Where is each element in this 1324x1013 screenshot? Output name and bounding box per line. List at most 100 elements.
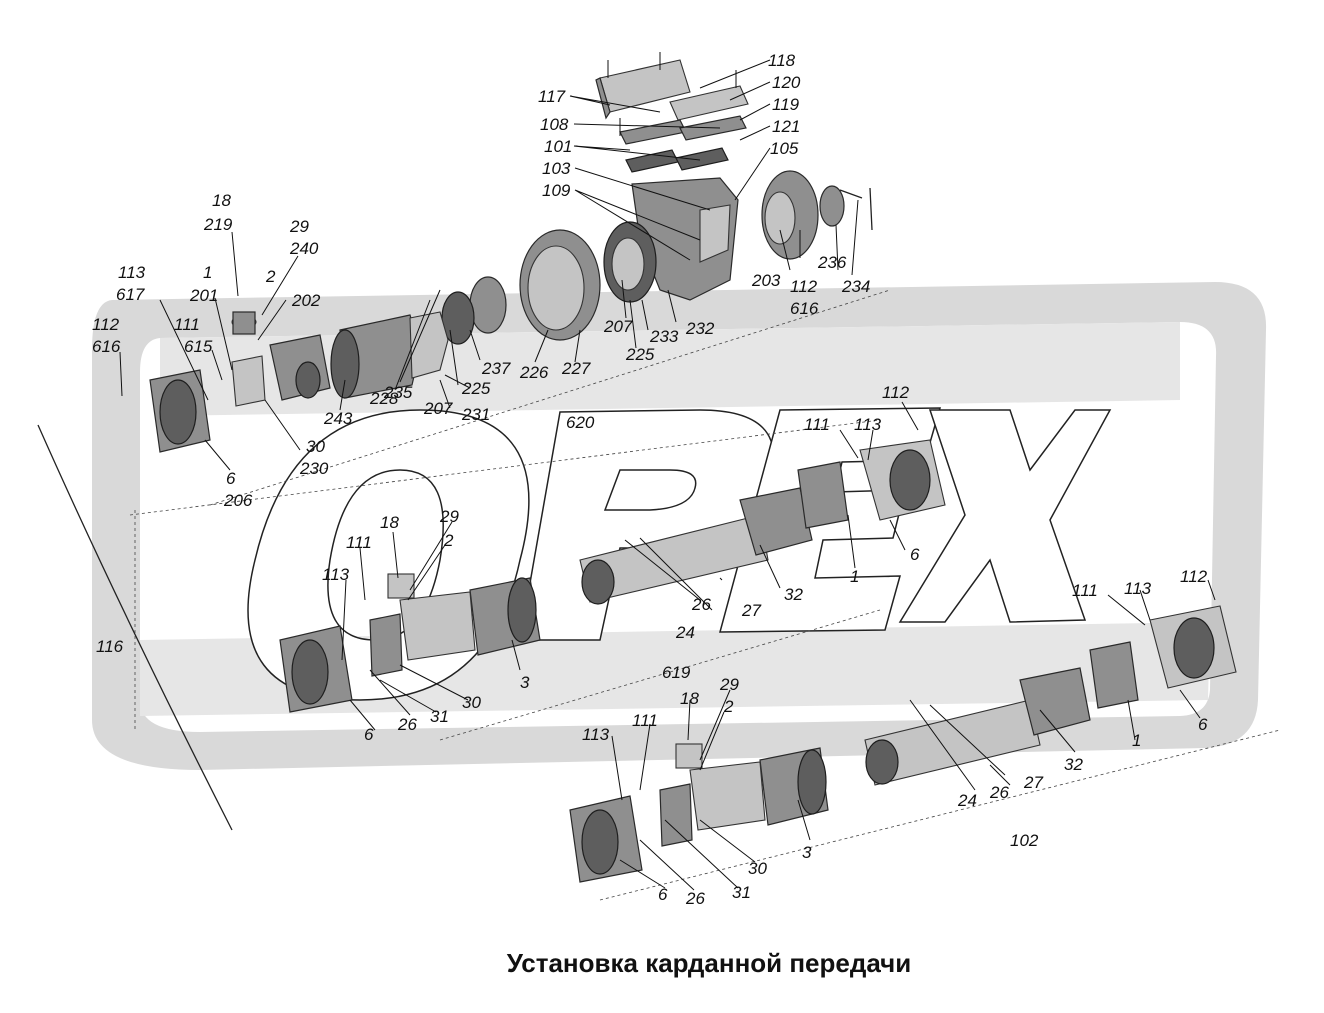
- part-label: 236: [817, 253, 847, 272]
- part-label: 1: [850, 567, 859, 586]
- part-label: 113: [322, 565, 350, 584]
- part-label: 32: [1064, 755, 1083, 774]
- part-label: 30: [748, 859, 767, 878]
- part-label: 113: [854, 415, 882, 434]
- part-label: 232: [685, 319, 715, 338]
- watermark-letter-x: [898, 409, 1112, 623]
- part-label: 26: [691, 595, 711, 614]
- part-label: 117: [538, 87, 566, 106]
- part-label: 112: [92, 315, 120, 334]
- part-label: 6: [658, 885, 668, 904]
- part-label: 219: [203, 215, 233, 234]
- part-label: 228: [369, 389, 399, 408]
- part-label: 121: [772, 117, 800, 136]
- part-label: 102: [1010, 831, 1039, 850]
- part-label: 109: [542, 181, 571, 200]
- part-label: 24: [675, 623, 695, 642]
- part-label: 111: [632, 711, 658, 730]
- part-label: 18: [212, 191, 231, 210]
- part-label: 29: [719, 675, 739, 694]
- part-label: 240: [289, 239, 319, 258]
- part-label: 620: [566, 413, 595, 432]
- part-label: 233: [649, 327, 679, 346]
- part-label: 112: [882, 383, 910, 402]
- part-label: 120: [772, 73, 801, 92]
- part-label: 26: [397, 715, 417, 734]
- diagram-caption: Установка карданной передачи: [506, 948, 912, 978]
- part-label: 30: [462, 693, 481, 712]
- part-label: 2: [723, 697, 734, 716]
- part-label: 201: [189, 286, 218, 305]
- part-label: 225: [625, 345, 655, 364]
- intermediate-support-bracket: [595, 52, 749, 301]
- rear-shaft-assembly: [569, 605, 1237, 883]
- part-label: 237: [481, 359, 511, 378]
- part-label: 3: [802, 843, 812, 862]
- part-label: 116: [96, 637, 124, 656]
- part-label: 231: [461, 405, 490, 424]
- part-label: 111: [174, 315, 200, 334]
- flange-and-nut-group: [761, 170, 873, 260]
- part-label: 31: [430, 707, 449, 726]
- part-label: 108: [540, 115, 569, 134]
- part-label: 6: [1198, 715, 1208, 734]
- part-label: 18: [680, 689, 699, 708]
- part-label: 2: [443, 531, 454, 550]
- part-label: 616: [92, 337, 121, 356]
- part-label: 225: [461, 379, 491, 398]
- part-label: 118: [768, 51, 796, 70]
- part-label: 103: [542, 159, 571, 178]
- part-label: 230: [299, 459, 329, 478]
- part-labels: 118 120 117 119 108 121 101 105 103 109 …: [92, 51, 1208, 908]
- part-label: 26: [685, 889, 705, 908]
- part-label: 226: [519, 363, 549, 382]
- part-label: 227: [561, 359, 591, 378]
- part-label: 2: [265, 267, 276, 286]
- watermark-frame: [92, 282, 1267, 770]
- part-label: 617: [116, 285, 145, 304]
- part-label: 112: [1180, 567, 1208, 586]
- part-label: 235: [383, 383, 413, 402]
- part-label: 111: [804, 415, 830, 434]
- leader-lines: [119, 59, 1216, 891]
- cardan-drive-exploded-diagram: 118 120 117 119 108 121 101 105 103 109 …: [37, 51, 1281, 908]
- part-label: 202: [291, 291, 321, 310]
- part-label: 3: [520, 673, 530, 692]
- part-label: 207: [603, 317, 633, 336]
- part-label: 619: [662, 663, 691, 682]
- frame-lines: [37, 289, 1281, 901]
- part-label: 615: [184, 337, 213, 356]
- part-label: 31: [732, 883, 751, 902]
- part-label: 105: [770, 139, 799, 158]
- part-label: 18: [380, 513, 399, 532]
- center-bearing-rings: [441, 221, 657, 345]
- part-label: 112: [790, 277, 818, 296]
- part-label: 29: [289, 217, 309, 236]
- part-label: 119: [772, 95, 800, 114]
- part-label: 113: [118, 263, 146, 282]
- part-label: 243: [323, 409, 353, 428]
- part-label: 101: [544, 137, 572, 156]
- part-label: 27: [741, 601, 761, 620]
- part-label: 203: [751, 271, 781, 290]
- part-label: 29: [439, 507, 459, 526]
- part-label: 113: [1124, 579, 1152, 598]
- part-label: 27: [1023, 773, 1043, 792]
- part-label: 24: [957, 791, 977, 810]
- middle-shaft-assembly: [279, 439, 946, 713]
- part-label: 30: [306, 437, 325, 456]
- part-label: 207: [423, 399, 453, 418]
- part-label: 1: [1132, 731, 1141, 750]
- part-label: 616: [790, 299, 819, 318]
- part-label: 6: [364, 725, 374, 744]
- part-label: 111: [346, 533, 372, 552]
- part-label: 6: [910, 545, 920, 564]
- front-shaft-assembly: [149, 311, 449, 453]
- part-label: 6: [226, 469, 236, 488]
- part-label: 113: [582, 725, 610, 744]
- part-label: 26: [989, 783, 1009, 802]
- part-label: 1: [203, 263, 212, 282]
- part-label: 32: [784, 585, 803, 604]
- part-label: 111: [1072, 581, 1098, 600]
